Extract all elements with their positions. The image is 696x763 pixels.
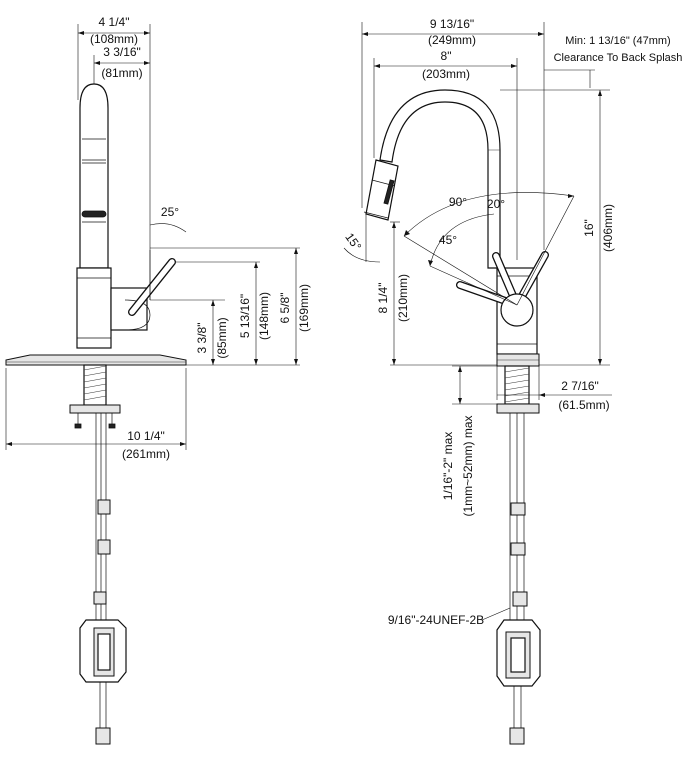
right-spout-reach-mm: (203mm) [422, 67, 470, 81]
right-angle-90: 90° [449, 195, 467, 209]
right-base-diameter-in: 2 7/16" [561, 379, 599, 393]
left-threaded-shank [83, 364, 107, 406]
right-handle-hub [500, 293, 534, 327]
right-clearance-line1: Min: 1 13/16" (47mm) [565, 35, 670, 47]
right-deck-thickness-mm: (1mm~52mm) max [461, 415, 475, 516]
right-overall-reach-mm: (249mm) [428, 33, 476, 47]
right-spout-reach-in: 8" [441, 49, 452, 63]
right-spout-height-in: 8 1/4" [376, 283, 390, 314]
right-deck-thickness-in: 1/16"-2" max [441, 432, 455, 501]
right-mounting-nut [496, 403, 540, 414]
left-spout-width-in: 4 1/4" [99, 15, 130, 29]
left-spout-offset-mm: (81mm) [101, 66, 142, 80]
right-clearance-line2: Clearance To Back Splash [554, 52, 683, 64]
left-side-view: 4 1/4" (108mm) 3 3/16" (81mm) 25° 3 3/8"… [5, 15, 311, 745]
left-base-pivot-in: 3 3/8" [195, 323, 209, 354]
right-front-view: 9 13/16" (249mm) 8" (203mm) Min: 1 13/16… [342, 17, 683, 745]
left-lever-height-in: 6 5/8" [278, 293, 292, 324]
right-base-diameter-mm: (61.5mm) [558, 398, 609, 412]
right-rotation-arc-90 [403, 192, 575, 237]
right-spout-height-mm: (210mm) [396, 274, 410, 322]
left-deck-width-mm: (261mm) [122, 447, 170, 461]
right-overall-reach-in: 9 13/16" [430, 17, 474, 31]
left-lever-height-mm: (169mm) [297, 284, 311, 332]
right-total-height-mm: (406mm) [601, 204, 615, 252]
left-handle-height-mm: (148mm) [257, 292, 271, 340]
left-deck-plate [5, 354, 187, 366]
left-handle-height-in: 5 13/16" [238, 294, 252, 338]
right-threaded-shank [504, 365, 530, 405]
right-total-height-in: 16" [582, 219, 596, 237]
right-angle-45: 45° [439, 233, 457, 247]
left-faucet-body [76, 267, 112, 349]
left-deck-width-in: 10 1/4" [127, 429, 165, 443]
left-spout-width-mm: (108mm) [90, 32, 138, 46]
left-base-pivot-mm: (85mm) [215, 317, 229, 358]
right-angle-20: 20° [487, 197, 505, 211]
right-gooseneck-spout [379, 89, 501, 269]
left-handle-angle: 25° [161, 205, 179, 219]
left-spout-tube [79, 83, 109, 269]
left-spout-offset-in: 3 3/16" [103, 45, 141, 59]
left-spray-button [81, 210, 107, 218]
left-mounting-nut [69, 404, 121, 414]
right-spray-head [365, 159, 399, 221]
right-thread-spec: 9/16"-24UNEF-2B [388, 613, 484, 627]
right-rotation-arc-45 [429, 213, 495, 267]
